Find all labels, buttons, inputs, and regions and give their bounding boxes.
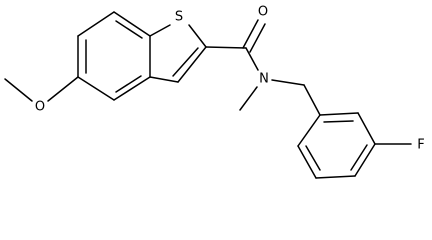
double-bond-inner: [115, 75, 142, 93]
amide-nitrogen-atom-label: N: [259, 72, 269, 87]
amide-group: [205, 19, 305, 111]
bond: [205, 46, 247, 49]
bond: [188, 24, 207, 48]
carbonyl-oxygen-atom-label: O: [258, 5, 268, 20]
bond: [47, 76, 79, 102]
double-bond-inner: [323, 120, 354, 123]
bond: [297, 145, 317, 179]
bond: [271, 79, 305, 86]
bond: [4, 78, 33, 102]
double-bond-inner: [172, 47, 199, 77]
bond: [297, 114, 321, 147]
sulfur-atom-label: S: [175, 10, 183, 25]
bond: [177, 46, 207, 83]
carbonyl-double-bond: [242, 19, 259, 49]
bond: [315, 175, 356, 179]
bond: [319, 112, 359, 116]
bond: [354, 143, 376, 177]
bond: [149, 76, 179, 83]
double-bond-inner: [115, 20, 143, 39]
double-bond-inner: [350, 144, 368, 171]
bond: [149, 24, 171, 37]
double-bond-inner: [305, 145, 321, 171]
carbonyl-double-bond: [249, 23, 266, 53]
bond: [357, 112, 376, 145]
n-methyl-bond: [239, 86, 258, 111]
bond: [113, 76, 151, 101]
ether-oxygen-atom-label: O: [35, 100, 45, 115]
bond: [245, 47, 259, 71]
fluorophenyl-ring: [297, 84, 412, 179]
bond: [113, 11, 151, 37]
bond: [303, 84, 321, 116]
thiophene-ring: [149, 24, 207, 83]
benzo-ring: [77, 11, 151, 101]
molecule-drawing: S O N O F: [4, 5, 425, 179]
structure-canvas: S O N O F: [4, 5, 425, 179]
fluorine-atom-label: F: [417, 138, 424, 153]
methoxy-group: [4, 76, 79, 102]
bond: [77, 76, 115, 101]
bond: [77, 11, 115, 37]
